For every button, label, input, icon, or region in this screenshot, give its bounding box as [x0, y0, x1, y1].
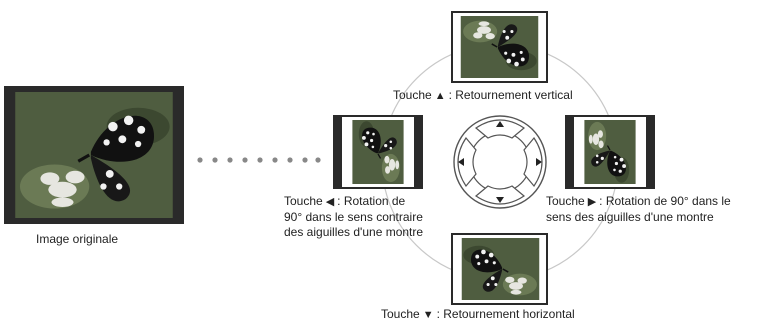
- right-arrow-icon: ▶: [587, 196, 597, 208]
- horizontal-flip-image: [451, 233, 548, 305]
- dpad-down-icon: [496, 197, 504, 203]
- left-key-text-line3: des aiguilles d'une montre: [284, 225, 424, 239]
- down-key-prefix: Touche: [381, 307, 420, 321]
- dpad-right-button: [523, 136, 543, 188]
- up-arrow-icon: ▲: [434, 90, 446, 102]
- left-key-text-line1: : Rotation de: [337, 194, 406, 208]
- down-key-caption: Touche▼: Retournement horizontal: [381, 307, 575, 323]
- right-key-prefix: Touche: [546, 194, 585, 208]
- up-key-text: : Retournement vertical: [448, 88, 573, 102]
- vertical-flip-image: [451, 11, 548, 83]
- rotate-cw-image: [565, 115, 655, 189]
- dpad-right-icon: [536, 158, 542, 166]
- direction-pad: [453, 115, 547, 209]
- dpad-down-button: [474, 185, 526, 205]
- left-key-prefix: Touche: [284, 194, 323, 208]
- down-arrow-icon: ▼: [422, 309, 434, 321]
- dpad-up-button: [474, 119, 526, 139]
- right-key-text-line1: : Rotation de 90° dans le: [599, 194, 731, 208]
- right-key-text-line2: sens des aiguilles d'une montre: [546, 210, 714, 224]
- left-key-caption: Touche◀: Rotation de 90° dans le sens co…: [284, 194, 454, 240]
- rotate-ccw-image: [333, 115, 423, 189]
- dotted-connector: [197, 157, 321, 163]
- down-key-text: : Retournement horizontal: [436, 307, 575, 321]
- left-key-text-line2: 90° dans le sens contraire: [284, 210, 423, 224]
- original-image-caption: Image originale: [36, 232, 119, 246]
- up-key-caption: Touche▲: Retournement vertical: [393, 88, 573, 104]
- up-key-prefix: Touche: [393, 88, 432, 102]
- dpad-up-icon: [496, 121, 504, 127]
- original-image: [4, 86, 184, 224]
- dpad-left-button: [457, 136, 477, 188]
- left-arrow-icon: ◀: [325, 196, 335, 208]
- dpad-left-icon: [458, 158, 464, 166]
- right-key-caption: Touche▶: Rotation de 90° dans le sens de…: [546, 194, 760, 225]
